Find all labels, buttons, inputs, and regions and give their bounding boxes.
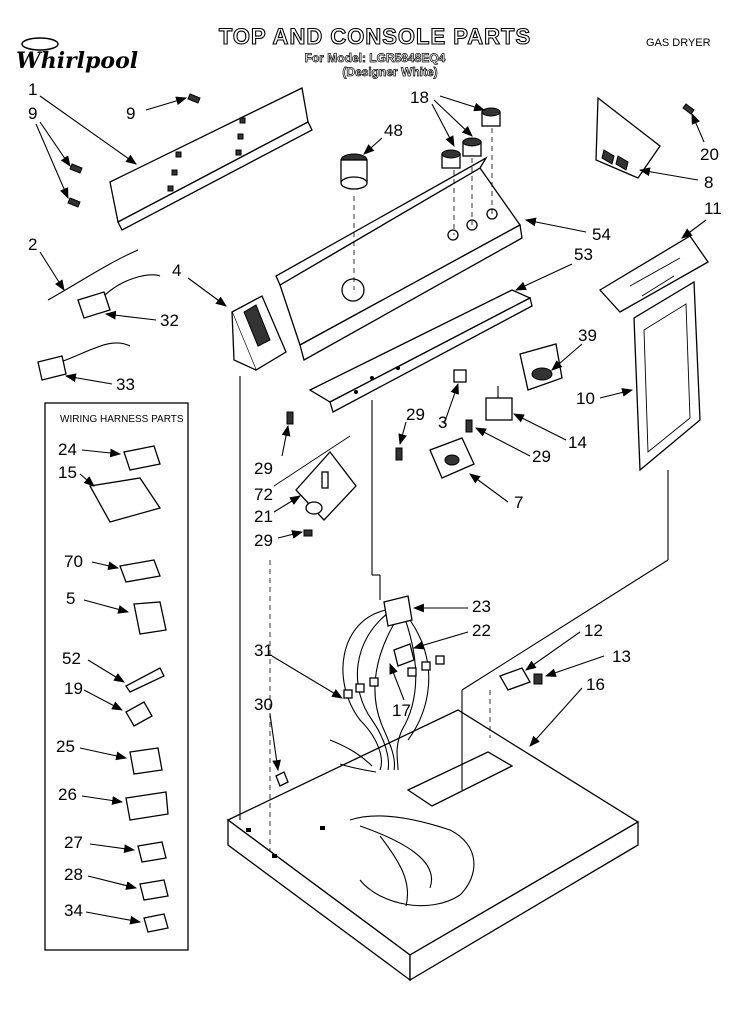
terminal-block-part <box>393 643 415 667</box>
page-title: TOP AND CONSOLE PARTS <box>219 24 531 49</box>
callout-label: 52 <box>62 649 81 668</box>
rear-bracket-part <box>109 87 313 231</box>
callout-label: 26 <box>58 785 77 804</box>
end-cap-part <box>231 295 287 371</box>
control-bracket-part <box>308 289 533 413</box>
brand-logo: Whirlpool <box>16 37 138 74</box>
callout-label: 29 <box>254 531 273 550</box>
callout-label: 53 <box>574 245 593 264</box>
brand-logo-text: Whirlpool <box>16 48 138 74</box>
connector-part <box>125 791 169 821</box>
callout-label: 39 <box>578 326 597 345</box>
callout-label: 11 <box>704 199 722 218</box>
cabinet-top-part <box>226 709 640 982</box>
switch-part <box>519 343 563 391</box>
harness-box-title: WIRING HARNESS PARTS <box>60 414 184 425</box>
timer-part <box>295 450 357 521</box>
callout-label: 28 <box>64 865 83 884</box>
callout-label: 31 <box>254 641 273 660</box>
callout-label: 25 <box>56 737 75 756</box>
callout-label: 15 <box>58 463 77 482</box>
door-switch-part <box>499 667 531 691</box>
screw-part <box>465 419 473 433</box>
wire-tie-part <box>125 701 153 727</box>
light-cover-part <box>598 235 709 313</box>
wire-harness-part <box>37 249 161 381</box>
connector-block-part <box>88 477 162 523</box>
screw-part <box>682 103 695 115</box>
model-note: (Designer White) <box>342 65 437 79</box>
callout-label: 9 <box>126 104 135 123</box>
connector-part <box>143 913 169 933</box>
connector-part <box>123 445 161 471</box>
callout-label: 13 <box>612 647 631 666</box>
callout-label: 12 <box>584 621 603 640</box>
callout-label: 5 <box>66 589 75 608</box>
connector-part <box>139 879 169 901</box>
callout-label: 32 <box>160 311 179 330</box>
callout-label: 23 <box>472 597 491 616</box>
callout-label: 22 <box>472 621 491 640</box>
callout-label: 24 <box>58 440 77 459</box>
callout-label: 33 <box>116 375 135 394</box>
terminal-part <box>125 667 165 693</box>
callout-leaders <box>35 95 707 925</box>
timer-knob-part <box>340 153 368 190</box>
thermostat-part <box>429 437 475 479</box>
callout-label: 4 <box>172 261 181 280</box>
connector-part <box>137 841 167 863</box>
callout-label: 1 <box>28 80 37 99</box>
callout-label: 17 <box>392 701 411 720</box>
relay-part <box>485 386 513 421</box>
callout-label: 70 <box>64 552 83 571</box>
connector-part <box>133 601 167 635</box>
wiring-harness-parts-box: WIRING HARNESS PARTS <box>44 402 189 951</box>
main-wire-harness-part <box>329 595 475 907</box>
console-panel-part <box>275 156 523 361</box>
callout-label: 29 <box>532 447 551 466</box>
backsplash-frame-part <box>633 280 701 472</box>
end-bracket-part <box>595 96 661 179</box>
connector-part <box>453 369 467 383</box>
callout-label: 21 <box>254 507 273 526</box>
callout-label: 14 <box>568 433 587 452</box>
callout-label: 48 <box>384 121 403 140</box>
callout-label: 8 <box>704 173 713 192</box>
screw-part <box>533 673 543 685</box>
callout-numbers: 1 9 9 2 4 32 33 18 48 20 8 11 54 53 39 1… <box>28 80 722 920</box>
callout-label: 18 <box>410 88 429 107</box>
product-type: GAS DRYER <box>646 37 711 49</box>
callout-label: 34 <box>64 901 83 920</box>
callout-label: 10 <box>576 389 595 408</box>
callout-label: 16 <box>586 675 605 694</box>
screw-part <box>286 411 294 425</box>
assembly-guides <box>239 128 669 852</box>
callout-label: 7 <box>514 493 523 512</box>
connector-part <box>119 559 161 583</box>
callout-label: 3 <box>438 413 447 432</box>
control-knob-part <box>441 107 501 169</box>
callout-label: 29 <box>406 405 425 424</box>
callout-label: 72 <box>254 485 273 504</box>
connector-part <box>129 747 163 775</box>
screw-part <box>303 529 313 537</box>
callout-label: 54 <box>592 225 611 244</box>
screw-part <box>67 93 201 208</box>
clip-part <box>275 771 289 787</box>
screw-part <box>395 447 403 461</box>
callout-label: 20 <box>700 145 719 164</box>
callout-label: 30 <box>254 695 273 714</box>
callout-label: 19 <box>64 679 83 698</box>
model-line: For Model: LGR5848EQ4 <box>305 51 446 65</box>
callout-label: 2 <box>28 235 37 254</box>
callout-label: 9 <box>28 104 37 123</box>
callout-label: 29 <box>254 459 273 478</box>
callout-label: 27 <box>64 833 83 852</box>
